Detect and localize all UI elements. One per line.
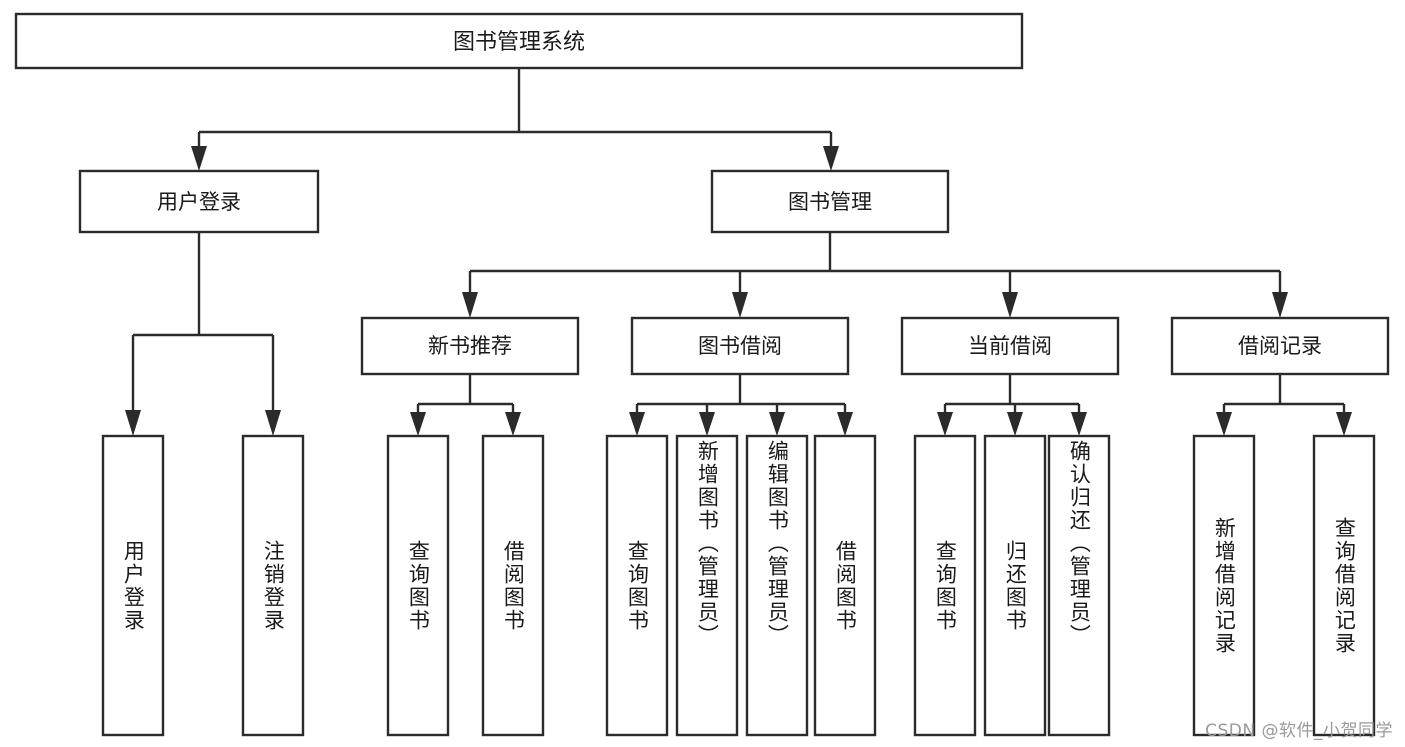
- connector-user-login-to-leaves: [125, 232, 281, 436]
- node-user-login[interactable]: 用户登录: [78, 169, 320, 234]
- leaf-box-query-record[interactable]: [1312, 434, 1376, 737]
- leaf-box-add-book[interactable]: [675, 434, 739, 737]
- leaf-box-return-book[interactable]: [983, 434, 1047, 737]
- leaf-box-logout-login[interactable]: [241, 434, 305, 737]
- connector-book-borrow-to-leaves: [629, 374, 853, 436]
- node-current-borrow-label: 当前借阅: [968, 334, 1052, 358]
- node-user-login-label: 用户登录: [157, 190, 241, 214]
- node-new-book-recommend[interactable]: 新书推荐: [360, 316, 580, 376]
- node-root-label: 图书管理系统: [453, 30, 585, 55]
- leaf-box-edit-book[interactable]: [745, 434, 809, 737]
- leaf-box-query-book-1[interactable]: [386, 434, 450, 737]
- connector-root-to-level2: [191, 68, 839, 171]
- node-current-borrow[interactable]: 当前借阅: [900, 316, 1120, 376]
- leaf-boxes: [101, 434, 1376, 737]
- node-book-borrow[interactable]: 图书借阅: [630, 316, 850, 376]
- node-book-manage[interactable]: 图书管理: [710, 169, 950, 234]
- node-borrow-record-label: 借阅记录: [1238, 334, 1322, 358]
- node-book-manage-label: 图书管理: [788, 190, 872, 214]
- connector-borrow-record-to-leaves: [1216, 374, 1352, 436]
- watermark: CSDN @软件_小贺同学: [1205, 721, 1393, 741]
- node-new-book-recommend-label: 新书推荐: [428, 334, 512, 358]
- leaf-box-borrow-book-1[interactable]: [481, 434, 545, 737]
- leaf-box-query-book-2[interactable]: [605, 434, 669, 737]
- leaf-box-user-login[interactable]: [101, 434, 165, 737]
- connector-new-book-recommend-to-leaves: [410, 374, 521, 436]
- node-borrow-record[interactable]: 借阅记录: [1170, 316, 1390, 376]
- connector-current-borrow-to-leaves: [937, 374, 1087, 436]
- leaf-box-add-record[interactable]: [1192, 434, 1256, 737]
- leaf-box-confirm-return[interactable]: [1047, 434, 1111, 737]
- node-book-borrow-label: 图书借阅: [698, 334, 782, 358]
- leaf-box-borrow-book-2[interactable]: [813, 434, 877, 737]
- leaf-box-query-book-3[interactable]: [913, 434, 977, 737]
- node-root[interactable]: 图书管理系统: [14, 12, 1024, 70]
- connector-book-manage-to-level3: [462, 232, 1288, 318]
